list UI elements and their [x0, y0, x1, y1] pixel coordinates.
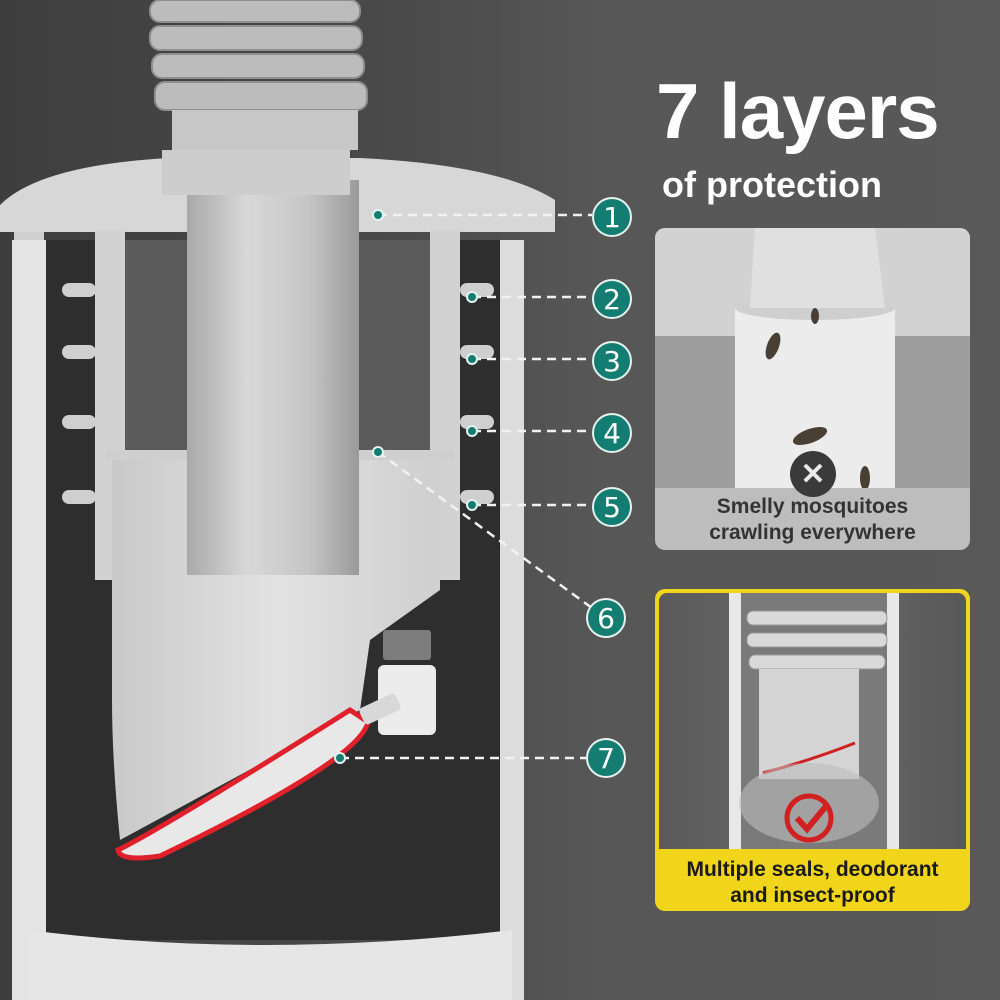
- check-mark-icon: [794, 803, 830, 834]
- headline-title: 7 layers: [656, 67, 940, 155]
- problem-caption-line1: Smelly mosquitoes: [716, 495, 909, 518]
- callout-badge-3: 3: [592, 341, 632, 381]
- problem-caption-line2: crawling everywhere: [709, 521, 916, 544]
- insects-pipe-photo: [655, 228, 970, 488]
- solution-panel: Multiple seals, deodorant and insect-pro…: [655, 589, 970, 911]
- callout-badge-7: 7: [586, 738, 626, 778]
- solution-caption-line1: Multiple seals, deodorant: [686, 858, 939, 881]
- sealed-drain-photo: [659, 593, 966, 849]
- x-mark-icon: ✕: [790, 451, 836, 497]
- callout-badge-2: 2: [592, 279, 632, 319]
- callout-badge-1: 1: [592, 197, 632, 237]
- headline-subtitle: of protection: [662, 164, 882, 205]
- callout-badge-4: 4: [592, 413, 632, 453]
- callout-badge-6: 6: [586, 598, 626, 638]
- callout-badge-5: 5: [592, 487, 632, 527]
- problem-panel: ✕ Smelly mosquitoes crawling everywhere: [655, 228, 970, 550]
- solution-caption-line2: and insect-proof: [730, 884, 895, 907]
